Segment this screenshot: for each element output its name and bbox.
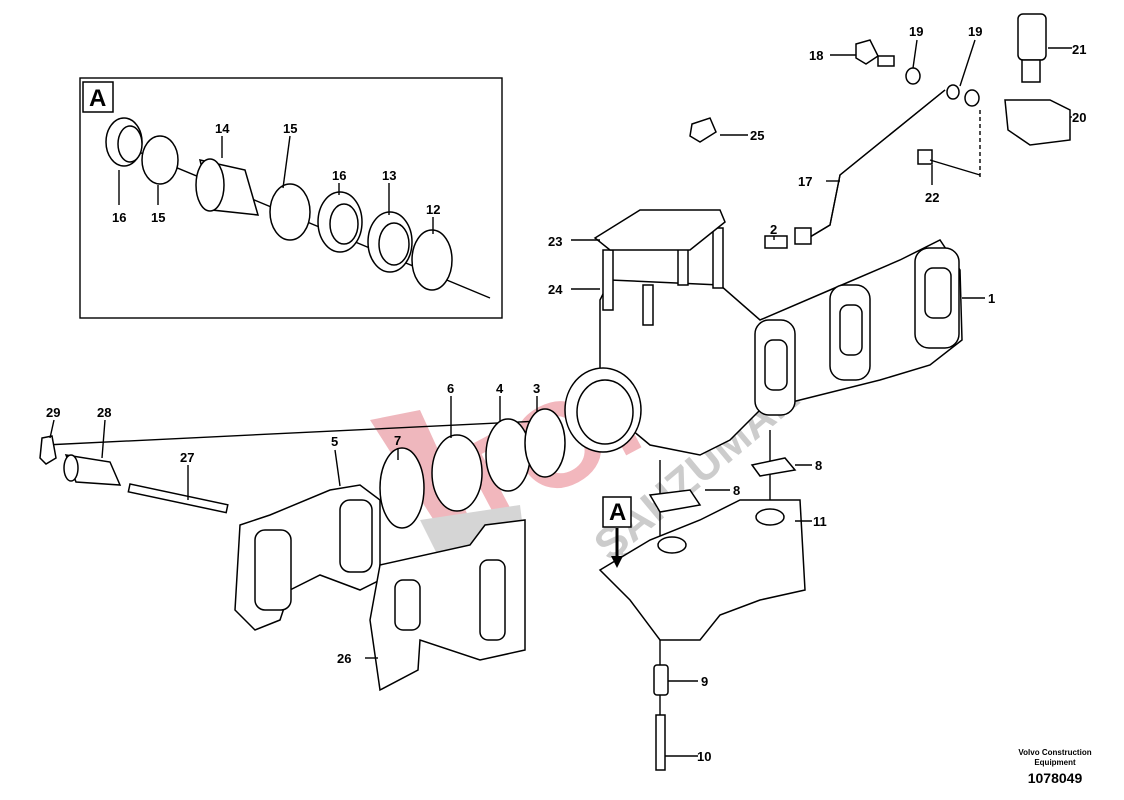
callout-labels: 14 15 16 13 12 16 15 18 19 19 21 20 25 1… xyxy=(46,24,1086,764)
gasket-23 xyxy=(593,209,726,251)
detail-inset-a: A xyxy=(79,77,503,319)
callout: 21 xyxy=(1072,42,1086,57)
callout: 24 xyxy=(548,282,563,297)
callout: 8 xyxy=(815,458,822,473)
callout: 22 xyxy=(925,190,939,205)
callout: 8 xyxy=(733,483,740,498)
callout: 3 xyxy=(533,381,540,396)
callout: 14 xyxy=(215,121,230,136)
callout: 11 xyxy=(813,514,827,529)
diagram-footer: Volvo Construction Equipment 1078049 xyxy=(1000,748,1110,786)
callout: 12 xyxy=(426,202,440,217)
callout: 18 xyxy=(809,48,823,63)
callout: 28 xyxy=(97,405,111,420)
svg-text:A: A xyxy=(609,499,626,526)
exhaust-manifold xyxy=(564,227,963,456)
callout: 25 xyxy=(750,128,764,143)
callout: 15 xyxy=(283,121,297,136)
callout: 4 xyxy=(496,381,504,396)
callout: 16 xyxy=(112,210,126,225)
callout: 2 xyxy=(770,222,777,237)
callout: 13 xyxy=(382,168,396,183)
lower-right-parts: A xyxy=(598,430,806,771)
svg-text:A: A xyxy=(89,85,106,112)
callout: 7 xyxy=(394,433,401,448)
callout: 10 xyxy=(697,749,711,764)
callout: 5 xyxy=(331,434,338,449)
callout: 27 xyxy=(180,450,194,465)
callout: 19 xyxy=(909,24,923,39)
company-name: Volvo Construction xyxy=(1018,748,1092,757)
nut-25 xyxy=(689,117,717,143)
company-name-line2: Equipment xyxy=(1034,758,1076,767)
callout: 26 xyxy=(337,651,351,666)
callout: 6 xyxy=(447,381,454,396)
callout: 23 xyxy=(548,234,562,249)
callout: 15 xyxy=(151,210,165,225)
callout: 17 xyxy=(798,174,812,189)
callout: 16 xyxy=(332,168,346,183)
callout: 19 xyxy=(968,24,982,39)
callout: 9 xyxy=(701,674,708,689)
left-parts xyxy=(39,408,566,692)
reference-number: 1078049 xyxy=(1027,770,1083,786)
callout: 20 xyxy=(1072,110,1086,125)
callout: 29 xyxy=(46,405,60,420)
callout: 1 xyxy=(988,291,995,306)
leader-lines xyxy=(49,39,1072,757)
